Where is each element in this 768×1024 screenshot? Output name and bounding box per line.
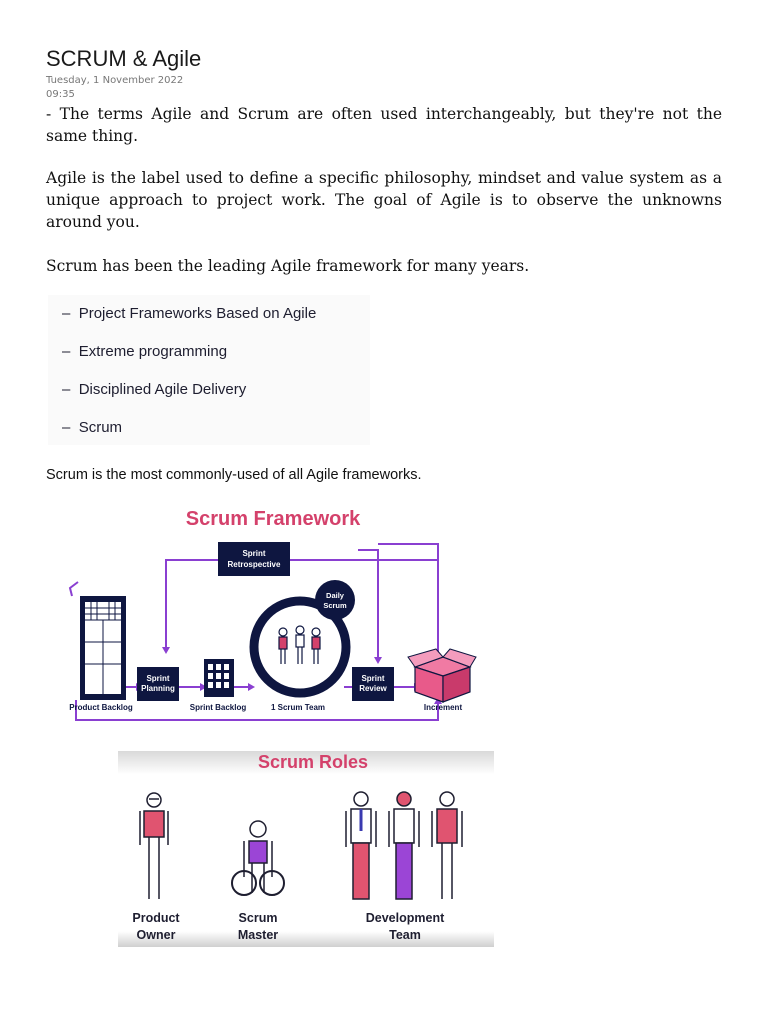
sprint-review-label: Sprint xyxy=(361,674,384,683)
list-item: – Project Frameworks Based on Agile xyxy=(62,305,317,322)
scrum-master-figure xyxy=(231,820,285,896)
framework-title: Scrum Framework xyxy=(186,508,361,530)
sprint-retrospective-label: Retrospective xyxy=(228,560,281,569)
product-owner-label: Product xyxy=(132,911,180,925)
product-owner-figure xyxy=(139,792,169,899)
scrum-team-icon xyxy=(249,596,351,698)
sprint-retrospective-box xyxy=(218,542,290,576)
sprint-retrospective-label: Sprint xyxy=(242,549,265,558)
page-time: 09:35 xyxy=(46,89,75,100)
daily-scrum-label: Daily xyxy=(326,591,345,600)
roles-title: Scrum Roles xyxy=(258,752,368,772)
product-backlog-icon xyxy=(80,596,126,700)
paragraph-agile-vs-scrum: - The terms Agile and Scrum are often us… xyxy=(46,105,722,145)
sprint-review-box xyxy=(352,667,394,701)
frameworks-list-image: – Project Frameworks Based on Agile – Ex… xyxy=(48,295,370,445)
development-team-figures xyxy=(345,791,463,900)
list-item: – Scrum xyxy=(62,419,123,436)
scrum-framework-diagram: Scrum Framework xyxy=(48,492,500,734)
increment-label: Increment xyxy=(424,703,463,712)
scrum-team-label: 1 Scrum Team xyxy=(271,703,325,712)
sprint-backlog-icon xyxy=(204,659,234,697)
product-backlog-label: Product Backlog xyxy=(69,703,133,712)
list-item: – Disciplined Agile Delivery xyxy=(62,381,247,398)
sprint-review-label: Review xyxy=(359,684,387,693)
sprint-backlog-label: Sprint Backlog xyxy=(190,703,247,712)
daily-scrum-label: Scrum xyxy=(323,601,347,610)
development-team-label: Team xyxy=(389,928,421,942)
paragraph-scrum-leading: Scrum has been the leading Agile framewo… xyxy=(46,257,530,275)
sprint-planning-label: Planning xyxy=(141,684,175,693)
list-item: – Extreme programming xyxy=(62,343,228,360)
product-owner-label: Owner xyxy=(137,928,176,942)
scrum-master-label: Master xyxy=(238,928,278,942)
daily-scrum-bubble xyxy=(315,580,355,620)
paragraph-agile-definition: Agile is the label used to define a spec… xyxy=(46,169,722,231)
page-title: SCRUM & Agile xyxy=(46,46,202,71)
page-date: Tuesday, 1 November 2022 xyxy=(46,75,184,86)
caption-text: Scrum is the most commonly-used of all A… xyxy=(46,467,422,483)
increment-box-icon xyxy=(407,648,477,703)
development-team-label: Development xyxy=(366,911,445,925)
scrum-roles-image: Scrum Roles Product Owner Scrum Master xyxy=(118,751,494,947)
sprint-planning-label: Sprint xyxy=(146,674,169,683)
scrum-master-label: Scrum xyxy=(239,911,278,925)
sprint-planning-box xyxy=(137,667,179,701)
